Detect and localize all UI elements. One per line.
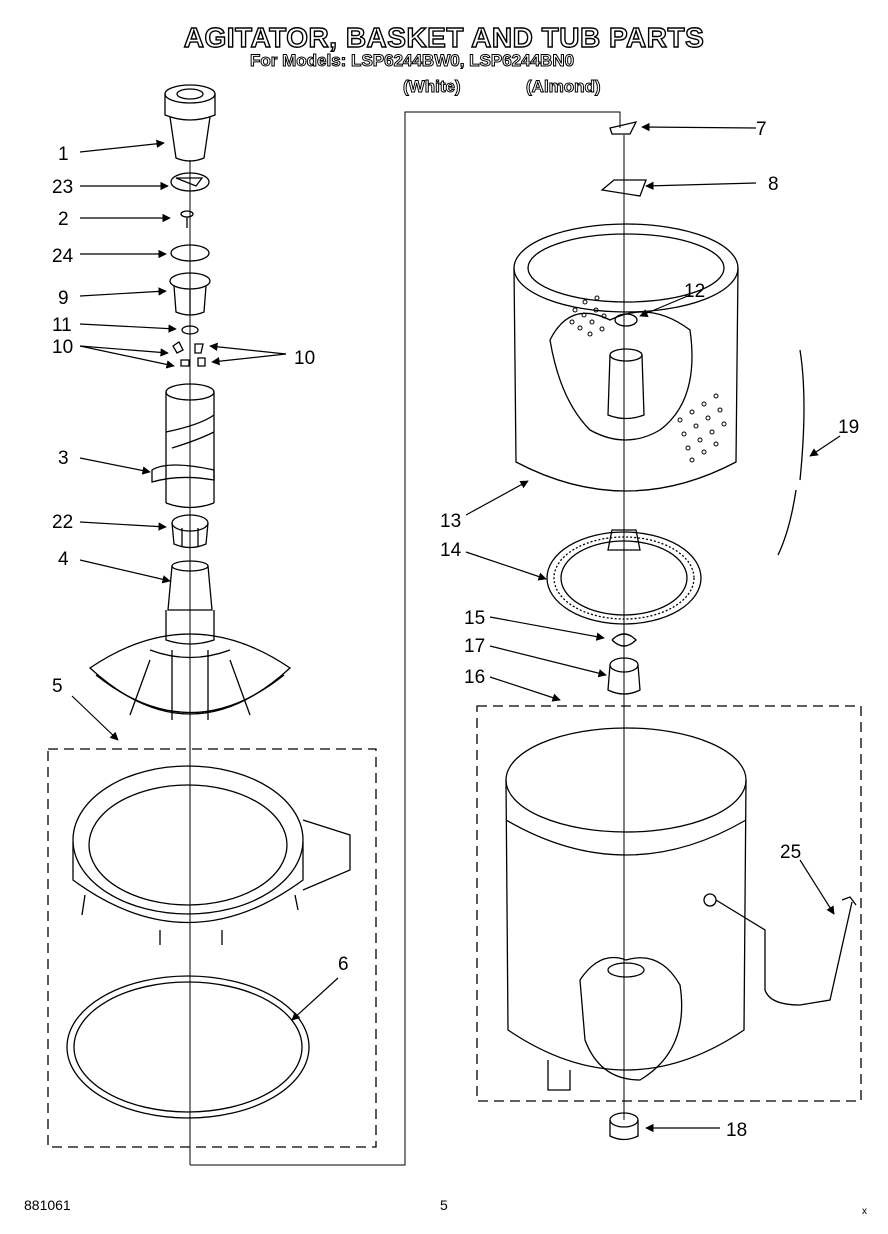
part-25-drain-hose — [715, 896, 857, 1006]
part-19-hose — [777, 349, 805, 556]
part-13-wash-basket — [513, 223, 739, 492]
callout-23: 23 — [52, 177, 73, 198]
callout-3: 3 — [58, 448, 69, 469]
leader-12 — [639, 294, 691, 317]
part-11-ring — [181, 325, 199, 335]
callout-9: 9 — [58, 288, 69, 309]
callout-2: 2 — [58, 209, 69, 230]
callout-19: 19 — [838, 417, 859, 438]
callout-11: 11 — [52, 315, 72, 336]
leader-13 — [465, 480, 529, 516]
leader-10b-upper — [209, 342, 287, 355]
callout-4: 4 — [58, 549, 69, 570]
leader-4 — [79, 559, 171, 584]
callout-14: 14 — [440, 540, 462, 561]
leader-11 — [79, 323, 177, 333]
footer-code: 881061 — [24, 1197, 71, 1213]
leader-10a-lower — [79, 345, 175, 369]
outer-tub — [505, 727, 747, 1091]
leader-10b-lower — [211, 353, 287, 366]
leader-8 — [645, 181, 757, 190]
callout-5: 5 — [52, 676, 63, 697]
leader-22 — [79, 521, 167, 531]
callout-10-right: 10 — [294, 348, 315, 369]
model-numbers: For Models: LSP6244BW0, LSP6244BN0 — [249, 51, 575, 71]
callout-13: 13 — [440, 511, 461, 532]
leader-17 — [489, 645, 607, 678]
callout-22: 22 — [52, 512, 73, 533]
callout-16: 16 — [464, 667, 485, 688]
callout-7: 7 — [756, 119, 767, 140]
callout-1: 1 — [58, 144, 69, 165]
part-23-cam — [170, 172, 210, 192]
leader-9 — [79, 287, 167, 297]
page-number: 5 — [440, 1197, 448, 1213]
callout-15: 15 — [464, 608, 485, 629]
part-8-retainer — [600, 179, 647, 197]
part-3-agitator-auger — [151, 383, 215, 509]
part-2-bolt — [180, 210, 194, 228]
part-16-17-coupling — [607, 657, 641, 695]
part-9-drive-block — [169, 272, 211, 316]
variant-almond-label: (Almond) — [526, 77, 602, 97]
callout-6: 6 — [338, 954, 349, 975]
callout-8: 8 — [768, 174, 779, 195]
part-7-clip — [609, 121, 638, 135]
leader-7 — [641, 122, 757, 132]
part-16-group-box — [476, 705, 862, 1102]
leader-10a-upper — [79, 345, 169, 357]
leader-6 — [291, 977, 339, 1021]
callout-12: 12 — [684, 281, 705, 302]
basket-holes — [569, 295, 727, 463]
leader-5 — [71, 695, 119, 741]
callout-18: 18 — [726, 1120, 747, 1141]
part-15-snap-ring — [611, 633, 637, 647]
leader-16 — [489, 676, 561, 702]
part-4-agitator-base — [88, 560, 292, 720]
part-6-seal-ring — [66, 975, 310, 1119]
connector-line — [190, 111, 621, 1166]
part-24-seal-ring — [170, 244, 210, 262]
leader-15 — [489, 616, 605, 641]
part-18-plug — [609, 1112, 639, 1141]
part-5-6-group-box — [47, 748, 377, 1148]
leader-14 — [465, 551, 547, 581]
leader-1 — [79, 139, 165, 153]
part-14-hub-ring — [546, 529, 702, 625]
part-22-ring — [171, 514, 209, 549]
leader-19 — [809, 435, 841, 457]
part-1-agitator-cap — [164, 84, 216, 162]
part-10-dogs — [172, 341, 206, 367]
leader-3 — [79, 457, 151, 475]
callout-17: 17 — [464, 636, 485, 657]
footer-mark: x — [862, 1206, 867, 1217]
callout-25: 25 — [780, 842, 801, 863]
leader-25 — [799, 859, 835, 915]
callout-10-left: 10 — [52, 337, 73, 358]
callout-24: 24 — [52, 246, 74, 267]
part-5-tub-ring — [72, 765, 351, 945]
diagram-title: AGITATOR, BASKET AND TUB PARTS — [183, 21, 705, 53]
part-12-nut — [614, 313, 638, 327]
variant-white-label: (White) — [403, 77, 462, 97]
